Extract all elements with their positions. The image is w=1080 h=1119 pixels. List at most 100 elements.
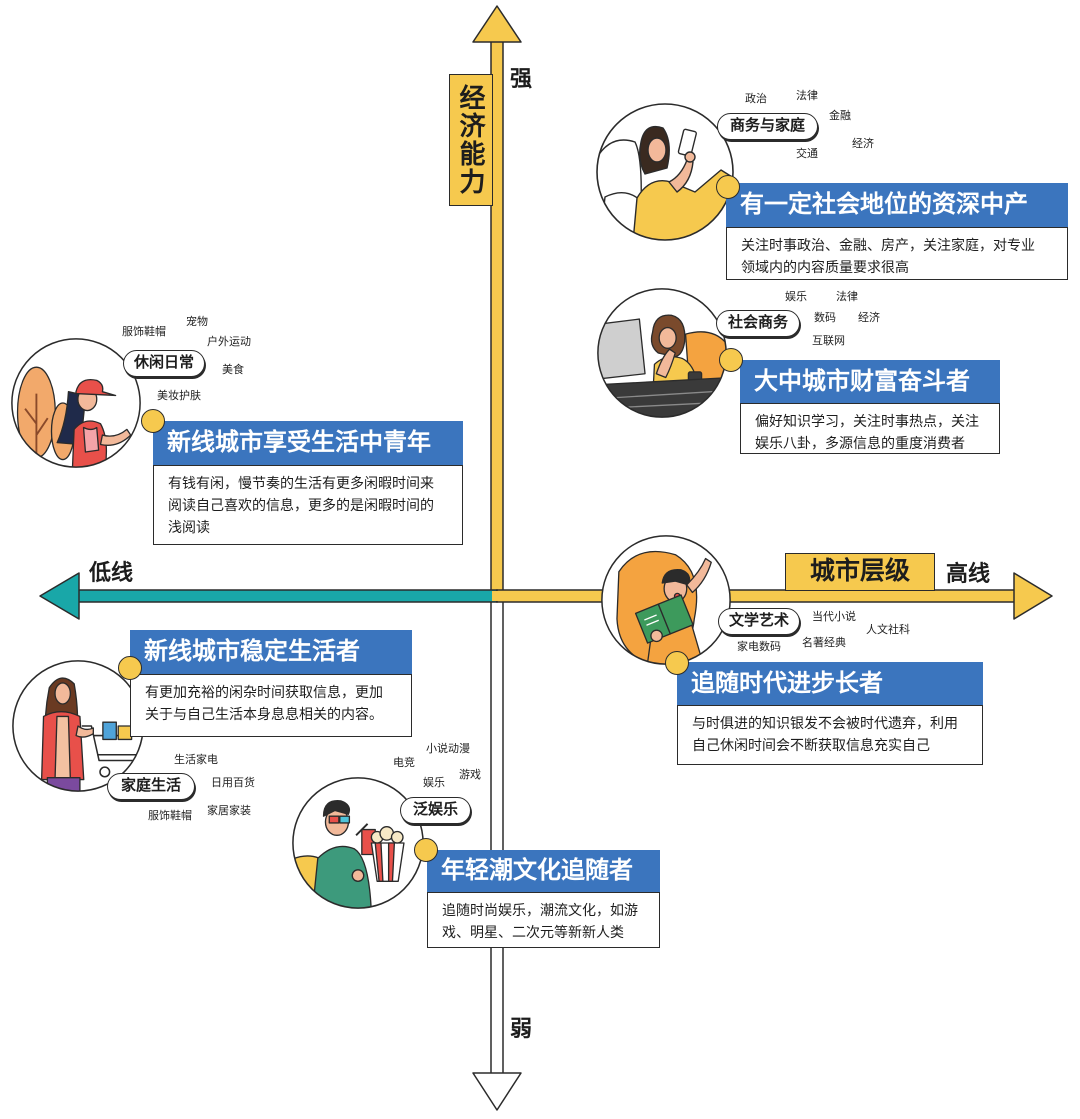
segment-1-keyword: 交通 — [796, 148, 818, 160]
vertical-axis-high-label: 强 — [510, 66, 533, 91]
segment-5-keyword: 家居家装 — [207, 805, 251, 817]
woman-with-cap-icon — [11, 338, 141, 468]
cart-item — [102, 721, 117, 741]
hand — [650, 629, 663, 643]
segment-3-keyword: 美妆护肤 — [157, 390, 201, 402]
hand — [684, 151, 696, 163]
segment-6-keyword: 娱乐 — [423, 777, 445, 789]
sofa-arm — [599, 192, 641, 240]
vertical-axis-label: 经济能力 — [449, 74, 493, 206]
segment-1-description: 关注时事政治、金融、房产，关注家庭，对专业 领域内的内容质量要求很高 — [726, 227, 1068, 280]
segment-6-keyword: 电竞 — [393, 757, 415, 769]
segment-4-description: 与时俱进的知识银发不会被时代遗弃，利用 自己休闲时间会不断获取信息充实自己 — [677, 705, 983, 765]
segment-1-title: 有一定社会地位的资深中产 — [726, 183, 1068, 227]
connector-dot — [716, 175, 740, 199]
segment-3-title: 新线城市享受生活中青年 — [153, 421, 463, 465]
inner-shirt — [82, 426, 100, 453]
description-line: 领域内的内容质量要求很高 — [741, 259, 909, 275]
hand — [351, 869, 365, 882]
segment-5-keyword: 日用百货 — [211, 777, 255, 789]
description-line: 有钱有闲，慢节奏的生活有更多闲暇时间来 — [168, 475, 434, 491]
3d-glasses — [328, 815, 351, 824]
segment-6-tag: 泛娱乐 — [400, 797, 471, 824]
segment-5-title: 新线城市稳定生活者 — [130, 630, 412, 674]
shirt — [311, 845, 373, 909]
coat-front — [54, 715, 72, 781]
segment-1-tag: 商务与家庭 — [717, 113, 818, 140]
segment-3-keyword: 服饰鞋帽 — [122, 326, 166, 338]
segment-3-keyword: 宠物 — [186, 316, 208, 328]
segment-4-tag: 文学艺术 — [718, 608, 800, 635]
segment-2-keyword: 法律 — [836, 291, 858, 303]
axis-junction — [492, 591, 502, 601]
description-line: 偏好知识学习，关注时事热点，关注 — [755, 413, 979, 429]
segment-6-title: 年轻潮文化追随者 — [427, 850, 660, 892]
segment-4-title: 追随时代进步长者 — [677, 662, 983, 705]
segment-5-description: 有更加充裕的闲杂时间获取信息，更加 关于与自己生活本身息息相关的内容。 — [130, 674, 412, 737]
connector-dot — [719, 348, 743, 372]
arm — [99, 428, 132, 446]
segment-4-keyword: 当代小说 — [812, 611, 856, 623]
segment-6-keyword: 小说动漫 — [426, 743, 470, 755]
face — [54, 682, 72, 705]
popcorn-bucket — [370, 826, 405, 882]
segment-3-tag: 休闲日常 — [123, 350, 205, 377]
segment-5-keyword: 服饰鞋帽 — [148, 810, 192, 822]
face — [647, 137, 667, 163]
connector-dot — [141, 409, 165, 433]
vertical-axis-low-label: 弱 — [510, 1016, 533, 1041]
segment-3-description: 有钱有闲，慢节奏的生活有更多闲暇时间来 阅读自己喜欢的信息，更多的是闲暇时间的 … — [153, 465, 463, 545]
hair — [322, 800, 351, 817]
segment-2-keyword: 娱乐 — [785, 291, 807, 303]
description-line: 阅读自己喜欢的信息，更多的是闲暇时间的 — [168, 497, 434, 513]
description-line: 追随时尚娱乐，潮流文化，如游 — [442, 902, 638, 918]
segment-2-keyword: 互联网 — [812, 335, 845, 347]
connector-dot — [118, 656, 142, 680]
segment-2-keyword: 数码 — [814, 312, 836, 324]
face — [658, 326, 677, 349]
horizontal-axis-low-label: 低线 — [89, 560, 134, 585]
description-line: 关注时事政治、金融、房产，关注家庭，对专业 — [741, 237, 1035, 253]
segment-1-keyword: 政治 — [745, 93, 767, 105]
arm — [655, 348, 676, 379]
description-line: 与时俱进的知识银发不会被时代遗弃，利用 — [692, 715, 958, 731]
segment-6-keyword: 游戏 — [459, 769, 481, 781]
segment-1-keyword: 法律 — [796, 90, 818, 102]
vertical-axis-top — [472, 5, 522, 597]
segment-6-description: 追随时尚娱乐，潮流文化，如游 戏、明星、二次元等新新人类 — [427, 892, 660, 948]
man-reading-book-icon — [601, 535, 731, 665]
segment-5-tag: 家庭生活 — [107, 773, 195, 800]
segment-4-keyword: 家电数码 — [737, 641, 781, 653]
arm — [75, 725, 94, 738]
connector-dot — [414, 838, 438, 862]
segment-1-keyword: 经济 — [852, 138, 874, 150]
segment-2-title: 大中城市财富奋斗者 — [740, 360, 1000, 403]
segment-4-keyword: 名著经典 — [802, 637, 846, 649]
vertical-axis-bottom — [472, 595, 522, 1111]
segment-3-keyword: 美食 — [222, 364, 244, 376]
horizontal-axis-high-label: 高线 — [946, 561, 991, 586]
horizontal-axis-left — [39, 572, 498, 620]
laptop-screen — [597, 318, 646, 381]
description-line: 有更加充裕的闲杂时间获取信息，更加 — [145, 684, 383, 700]
description-line: 关于与自己生活本身息息相关的内容。 — [145, 706, 383, 722]
description-line: 自己休闲时间会不断获取信息充实自己 — [692, 737, 930, 753]
arm-on-head — [686, 557, 712, 594]
man-with-3d-glasses-icon — [292, 777, 424, 909]
cap — [75, 379, 117, 397]
segment-3-keyword: 户外运动 — [207, 336, 251, 348]
description-line: 戏、明星、二次元等新新人类 — [442, 924, 624, 940]
arm — [668, 159, 694, 193]
segment-2-keyword: 经济 — [858, 312, 880, 324]
woman-with-phone-icon — [596, 103, 734, 241]
woman-at-laptop-icon — [597, 288, 727, 418]
description-line: 浅阅读 — [168, 519, 210, 535]
segment-4-keyword: 人文社科 — [866, 624, 910, 636]
horizontal-axis-label: 城市层级 — [785, 553, 935, 591]
segment-2-tag: 社会商务 — [716, 310, 800, 337]
segment-5-keyword: 生活家电 — [174, 754, 218, 766]
segment-1-keyword: 金融 — [829, 110, 851, 122]
segment-2-description: 偏好知识学习，关注时事热点，关注 娱乐八卦，多源信息的重度消费者 — [740, 403, 1000, 454]
